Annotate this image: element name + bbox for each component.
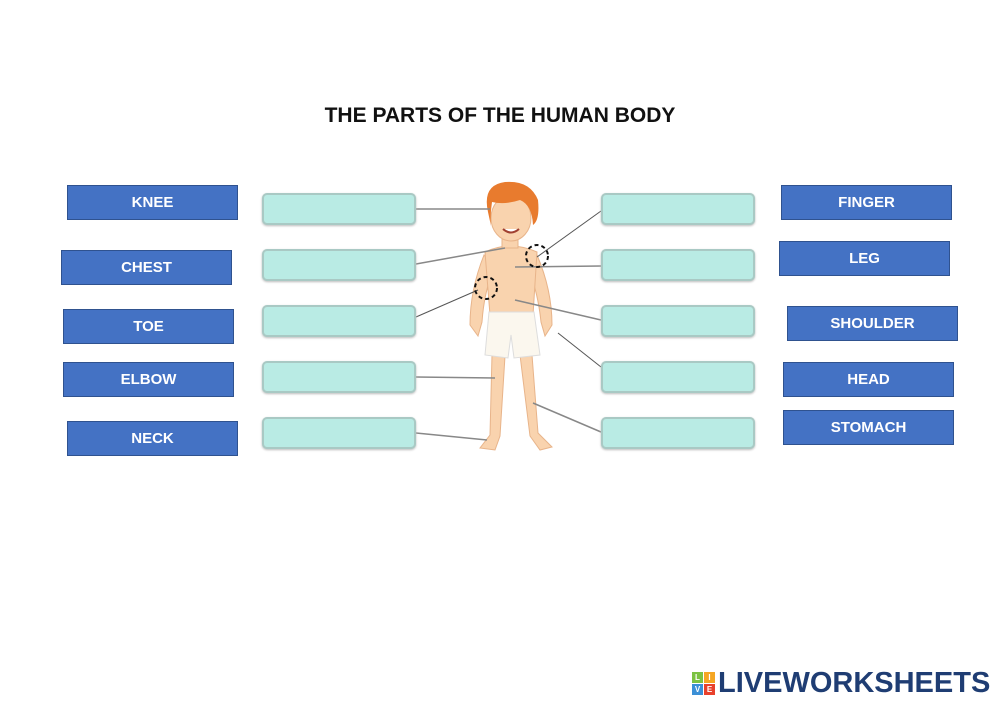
answer-input-left-4[interactable]: [262, 361, 416, 393]
drag-label-head[interactable]: HEAD: [783, 362, 954, 397]
answer-input-left-5[interactable]: [262, 417, 416, 449]
drag-label-neck[interactable]: NECK: [67, 421, 238, 456]
drag-label-stomach[interactable]: STOMACH: [783, 410, 954, 445]
page-title: THE PARTS OF THE HUMAN BODY: [324, 104, 676, 127]
answer-input-right-5[interactable]: [601, 417, 755, 449]
drag-label-chest[interactable]: CHEST: [61, 250, 232, 285]
answer-input-left-3[interactable]: [262, 305, 416, 337]
drag-label-toe[interactable]: TOE: [63, 309, 234, 344]
liveworksheets-logo: L I V E LIVEWORKSHEETS: [692, 667, 990, 700]
drag-label-finger[interactable]: FINGER: [781, 185, 952, 220]
logo-text: LIVEWORKSHEETS: [718, 667, 991, 699]
answer-input-right-3[interactable]: [601, 305, 755, 337]
answer-input-left-1[interactable]: [262, 193, 416, 225]
elbow-marker: [474, 276, 498, 300]
answer-input-left-2[interactable]: [262, 249, 416, 281]
answer-input-right-1[interactable]: [601, 193, 755, 225]
drag-label-leg[interactable]: LEG: [779, 241, 950, 276]
drag-label-knee[interactable]: KNEE: [67, 185, 238, 220]
drag-label-elbow[interactable]: ELBOW: [63, 362, 234, 397]
answer-input-right-4[interactable]: [601, 361, 755, 393]
logo-blocks-icon: L I V E: [692, 672, 715, 695]
drag-label-shoulder[interactable]: SHOULDER: [787, 306, 958, 341]
answer-input-right-2[interactable]: [601, 249, 755, 281]
shoulder-marker: [525, 244, 549, 268]
